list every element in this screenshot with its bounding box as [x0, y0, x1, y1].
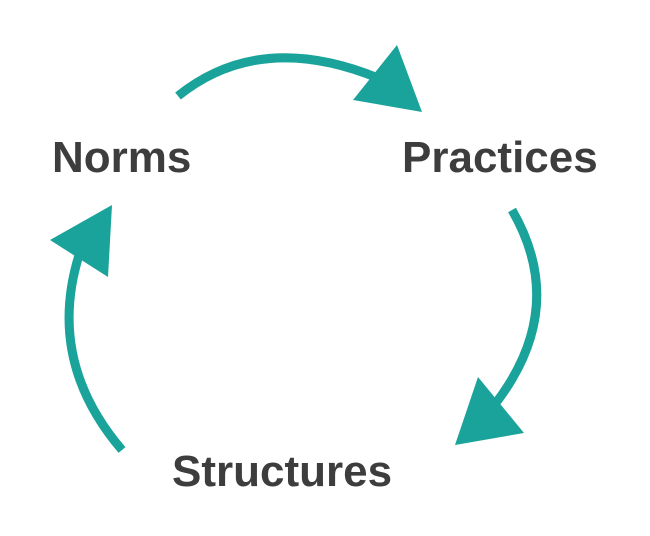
arrowhead-structures-to-norms — [50, 205, 112, 277]
arc-structures-to-norms — [64, 250, 126, 453]
arrow-norms-to-practices — [175, 45, 422, 112]
node-label-norms: Norms — [52, 133, 192, 182]
arc-practices-to-structures — [488, 207, 542, 411]
arrowhead-norms-to-practices — [353, 45, 422, 112]
arrow-practices-to-structures — [455, 207, 542, 445]
arrowhead-practices-to-structures — [455, 377, 524, 445]
node-label-practices: Practices — [402, 133, 598, 182]
arc-norms-to-practices — [175, 53, 380, 100]
node-label-structures: Structures — [172, 447, 393, 496]
arrow-structures-to-norms — [50, 205, 126, 453]
